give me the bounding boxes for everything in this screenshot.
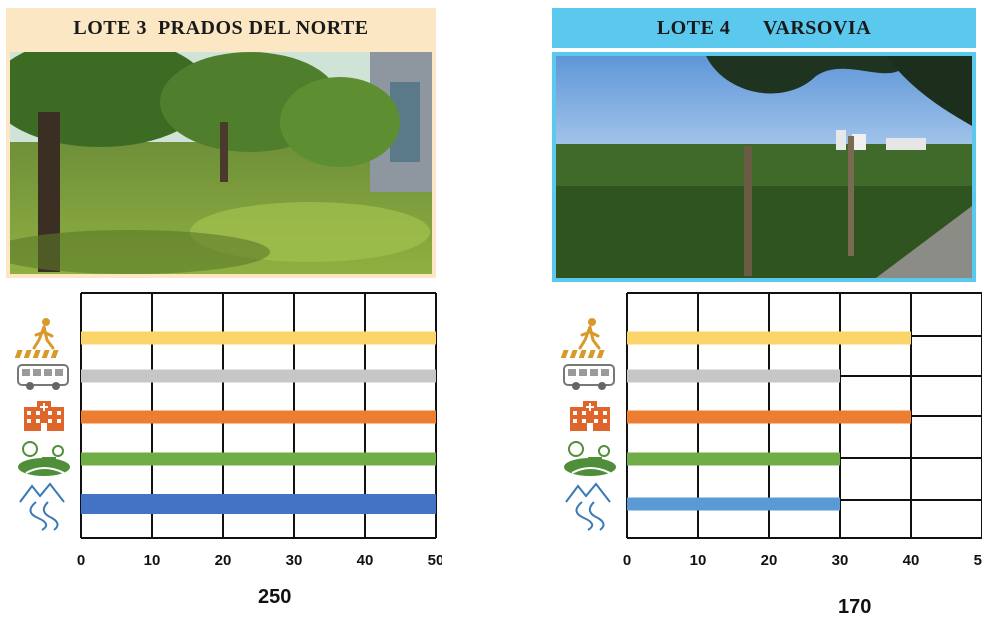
lot-4-photo <box>552 52 976 282</box>
panel-right-title-text: LOTE 4 VARSOVIA <box>656 16 872 39</box>
lot-3-chart: 0 10 20 30 40 50 <box>14 292 442 569</box>
panel-left-title: LOTE 3 PRADOS DEL NORTE <box>6 8 436 48</box>
panel-right-title: LOTE 4 VARSOVIA <box>552 8 976 48</box>
x-tick-label: 50 <box>428 552 442 569</box>
lot-3-photo <box>6 48 436 278</box>
bar-park <box>81 452 436 466</box>
river-mountain-icon <box>19 482 65 531</box>
lot-4-total: 170 <box>838 596 872 618</box>
bar-hospital <box>81 410 436 424</box>
bar-river <box>627 497 840 511</box>
x-tick-label: 10 <box>144 552 161 569</box>
bar-bus <box>81 369 436 383</box>
park-icon <box>18 441 70 476</box>
park-icon <box>564 441 616 476</box>
bar-park <box>627 452 840 466</box>
x-tick-label: 0 <box>77 552 85 569</box>
bus-icon <box>17 364 69 390</box>
x-tick-label: 30 <box>832 552 849 569</box>
panel-left-title-text: LOTE 3 PRADOS DEL NORTE <box>73 16 369 39</box>
bar-bus <box>627 369 840 383</box>
hospital-icon <box>570 401 610 431</box>
bar-pedestrian <box>81 331 436 345</box>
x-tick-label: 40 <box>357 552 374 569</box>
x-tick-label: 0 <box>623 552 631 569</box>
hospital-icon <box>24 401 64 431</box>
pedestrian-crossing-icon <box>560 318 605 358</box>
x-tick-label: 20 <box>215 552 232 569</box>
bus-icon <box>563 364 615 390</box>
x-tick-label: 10 <box>690 552 707 569</box>
bar-hospital <box>627 410 911 424</box>
river-mountain-icon <box>565 482 611 531</box>
x-tick-label: 20 <box>761 552 778 569</box>
lot-4-chart: 0 10 20 30 40 50 <box>560 292 982 569</box>
lot-3-total: 250 <box>258 586 292 608</box>
bar-river <box>81 494 436 514</box>
x-tick-label: 30 <box>286 552 303 569</box>
x-tick-label: 50 <box>974 552 982 569</box>
x-tick-label: 40 <box>903 552 920 569</box>
pedestrian-crossing-icon <box>14 318 59 358</box>
bar-pedestrian <box>627 331 911 345</box>
